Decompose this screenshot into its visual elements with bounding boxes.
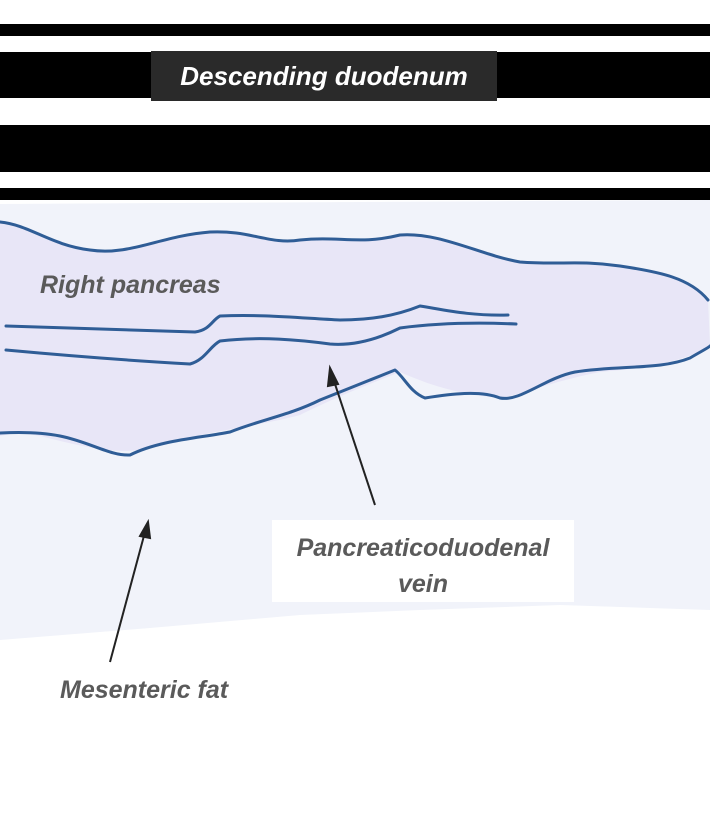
duodenum-stripe: [0, 125, 710, 172]
vein-label-line2: vein: [397, 570, 449, 598]
vein-arrow-head: [326, 364, 340, 388]
vein-strokes: [0, 220, 710, 457]
vein-label: Pancreaticoduodenal vein: [272, 520, 574, 602]
pancreas-upper-border: [0, 220, 710, 302]
pancreas-label: Right pancreas: [40, 271, 221, 299]
annotation-arrows: [109, 364, 376, 663]
vein-arrow-shaft: [332, 377, 376, 506]
vein-label-line1: Pancreaticoduodenal: [296, 534, 550, 562]
mesenteric-fat-label: Mesenteric fat: [60, 676, 229, 704]
vein-upper-line: [4, 304, 510, 334]
pancreas-region: [0, 222, 710, 451]
vein-lower-line: [4, 321, 518, 366]
duodenum-label: Descending duodenum: [151, 51, 497, 101]
duodenum-stripe: [0, 188, 710, 200]
fat-arrow-head: [138, 518, 152, 540]
duodenum-stripe: [0, 24, 710, 36]
fat-arrow-shaft: [109, 531, 146, 663]
pancreas-lower-border: [0, 344, 710, 457]
